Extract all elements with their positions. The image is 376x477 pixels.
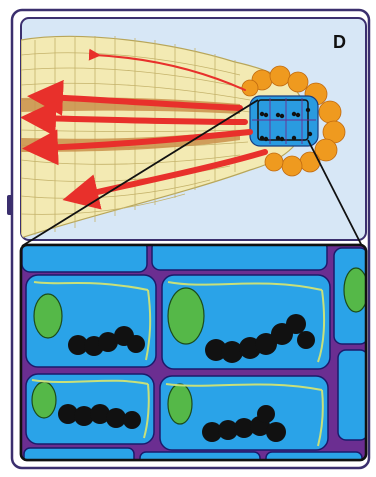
columella-region	[250, 96, 318, 146]
columella-cell	[26, 275, 156, 367]
nucleus-icon	[34, 294, 62, 338]
root-tip-panel: D	[21, 18, 366, 240]
columella-cell	[338, 350, 368, 440]
nucleus-icon	[168, 384, 192, 424]
columella-cell	[26, 374, 154, 444]
nucleus-icon	[344, 268, 368, 312]
columella-cell	[162, 275, 330, 369]
nucleus-icon	[168, 288, 204, 344]
nucleus-icon	[32, 382, 56, 418]
columella-cells-panel	[21, 240, 368, 468]
frame-tab	[7, 195, 13, 215]
columella-cell	[160, 376, 328, 450]
columella-cell	[24, 448, 134, 468]
panel-label: D	[333, 32, 346, 52]
columella-cell	[334, 248, 368, 344]
